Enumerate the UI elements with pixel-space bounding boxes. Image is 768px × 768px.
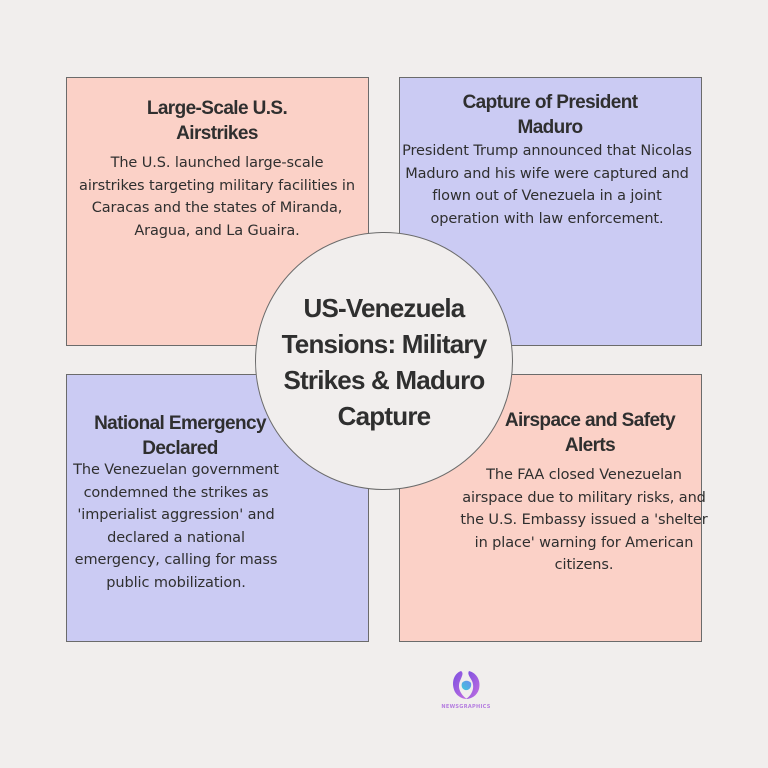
quadrant-title: National Emergency Declared xyxy=(94,413,266,459)
quadrant-title: Airspace and Safety Alerts xyxy=(504,410,676,456)
quadrant-body: President Trump announced that Nicolas M… xyxy=(402,143,692,227)
quadrant-body: The Venezuelan government condemned the … xyxy=(73,462,279,591)
center-circle: US-Venezuela Tensions: Military Strikes … xyxy=(255,232,513,490)
quadrant-body: The FAA closed Venezuelan airspace due t… xyxy=(460,467,708,573)
quadrant-body: The U.S. launched large-scale airstrikes… xyxy=(79,155,355,239)
quadrant-maduro-capture: Capture of President Maduro President Tr… xyxy=(399,77,702,346)
globe-logo-icon xyxy=(440,668,492,702)
quadrant-title: Capture of President Maduro xyxy=(462,92,638,138)
quadrant-us-airstrikes: Large-Scale U.S. Airstrikes The U.S. lau… xyxy=(66,77,369,346)
quadrant-title: Large-Scale U.S. Airstrikes xyxy=(146,98,288,144)
newsgraphics-logo: NEWSGRAPHICS xyxy=(440,668,492,714)
logo-text: NEWSGRAPHICS xyxy=(441,704,491,710)
center-title: US-Venezuela Tensions: Military Strikes … xyxy=(281,293,488,431)
